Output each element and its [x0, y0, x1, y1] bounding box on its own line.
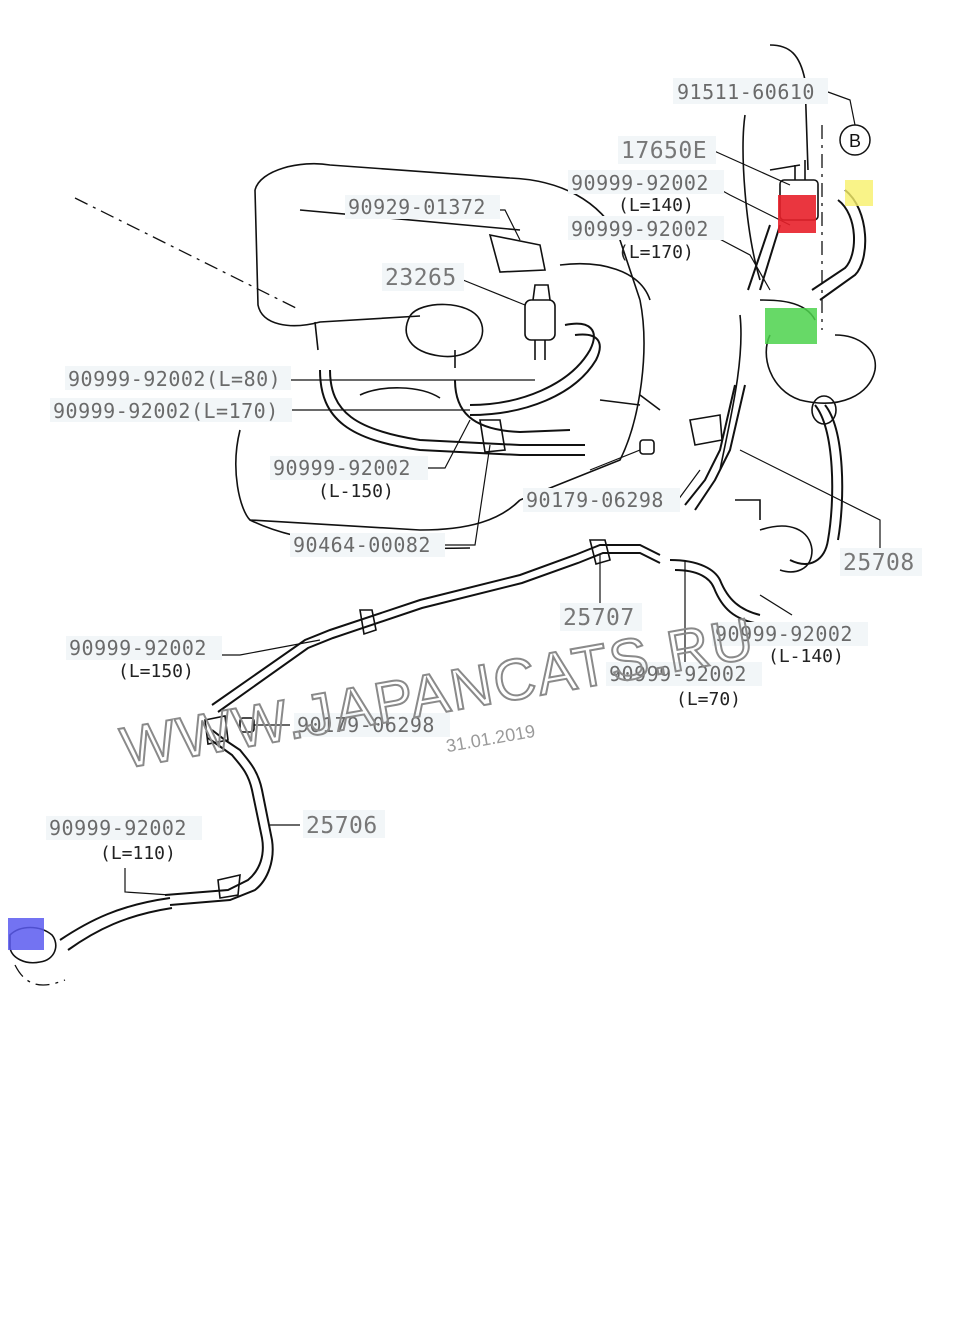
label-90999-h-len: (L=150)	[118, 661, 194, 682]
label-90999-b-len: (L=170)	[618, 242, 694, 263]
label-17650: 17650E	[621, 138, 707, 164]
label-90999-h: 90999-92002	[69, 636, 207, 660]
highlight-yellow	[845, 180, 873, 206]
label-90999-i: 90999-92002	[49, 816, 187, 840]
callout-b-letter: B	[849, 131, 861, 151]
engine-outline	[74, 162, 661, 550]
watermark-text: WWW.JAPANCATS.RU	[116, 606, 760, 782]
label-90999-d: 90999-92002(L=170)	[53, 399, 279, 423]
label-90999-a-len: (L=140)	[618, 195, 694, 216]
label-90999-e: 90999-92002	[273, 456, 411, 480]
highlight-red	[778, 195, 816, 233]
highlight-blue	[8, 918, 44, 950]
label-91511: 91511-60610	[677, 80, 815, 104]
label-25706: 25706	[306, 813, 378, 839]
label-90999-i-len: (L=110)	[100, 843, 176, 864]
label-25708: 25708	[843, 550, 915, 576]
label-90999-a: 90999-92002	[571, 171, 709, 195]
label-23265: 23265	[385, 265, 457, 291]
label-90929: 90929-01372	[348, 195, 486, 219]
label-25707: 25707	[563, 605, 635, 631]
label-90464: 90464-00082	[293, 533, 431, 557]
callout-b: B	[839, 124, 871, 156]
label-90999-b: 90999-92002	[571, 217, 709, 241]
watermark-date: 31.01.2019	[444, 721, 536, 756]
part-labels: 91511-60610 17650E 90999-92002 (L=140) 9…	[46, 78, 922, 864]
vacuum-pipe-run	[9, 439, 761, 986]
label-90999-g-len: (L=70)	[676, 689, 741, 710]
label-90999-e-len: (L-150)	[318, 481, 394, 502]
label-90999-f: 90999-92002	[715, 622, 853, 646]
label-90179-b: 90179-06298	[297, 713, 435, 737]
highlight-green	[765, 308, 817, 344]
label-90999-g: 90999-92002	[609, 662, 747, 686]
label-90999-c: 90999-92002(L=80)	[68, 367, 281, 391]
label-90179-a: 90179-06298	[526, 488, 664, 512]
engine-hoses	[319, 233, 601, 456]
label-90999-f-len: (L-140)	[768, 646, 844, 667]
